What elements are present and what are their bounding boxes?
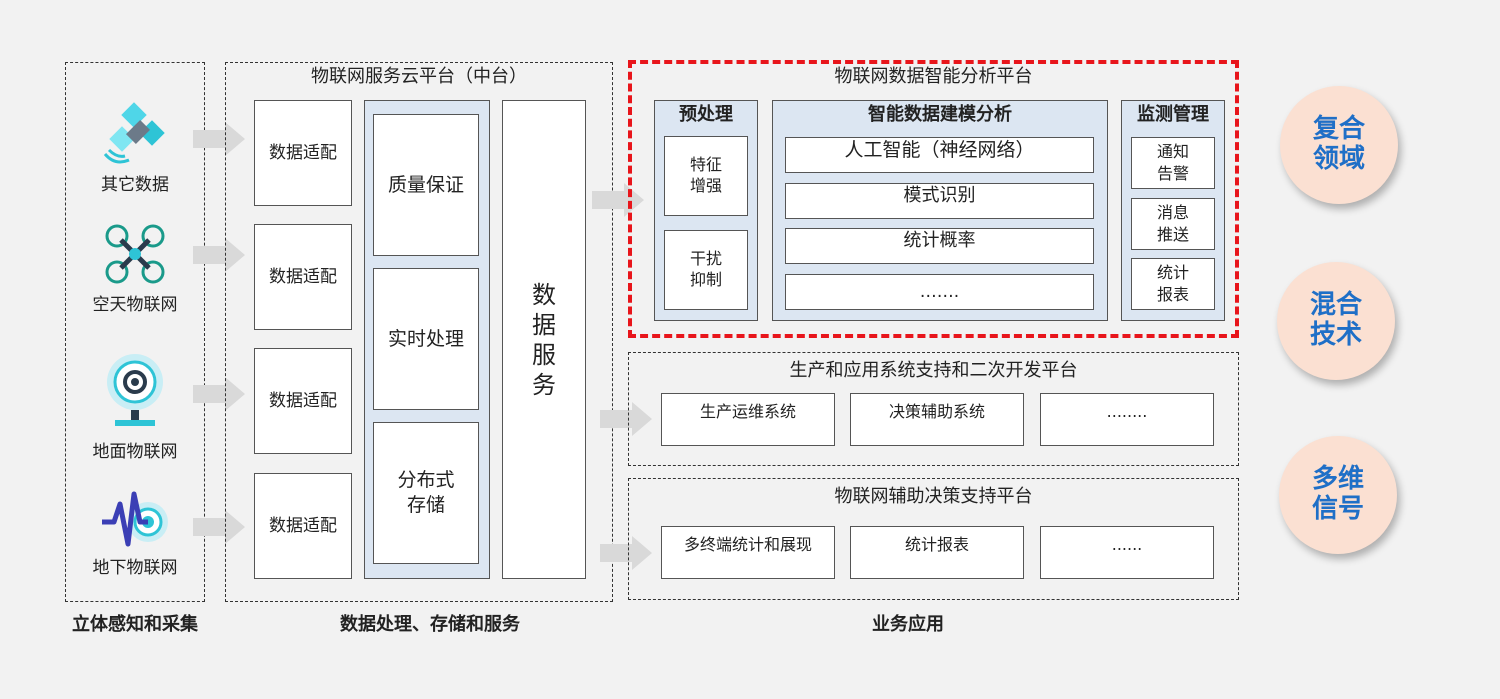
sensing-caption: 立体感知和采集 (72, 614, 198, 635)
signal-icon (100, 490, 170, 550)
notify-alert-box: 通知 告警 (1131, 137, 1215, 189)
sensing-section (65, 62, 205, 602)
source-label: 地下物联网 (92, 558, 178, 578)
cloud-platform-section (225, 62, 613, 602)
drone-icon (103, 222, 167, 286)
feature-circle: 复合 领域 (1280, 86, 1398, 204)
pattern-box: 模式识别 (785, 183, 1094, 219)
more-box: ...... (1040, 526, 1214, 579)
feature-enhance-box: 特征 增强 (664, 136, 748, 216)
data-adapter-box: 数据适配 (254, 473, 352, 579)
analysis-platform-section (628, 60, 1239, 338)
statistics-report-box: 统计报表 (850, 526, 1024, 579)
arrow-icon (193, 510, 245, 544)
production-platform-section (628, 352, 1239, 466)
storage-box: 分布式 存储 (373, 422, 479, 564)
quality-box: 质量保证 (373, 114, 479, 256)
realtime-box: 实时处理 (373, 268, 479, 410)
decision-platform-section (628, 478, 1239, 600)
preprocess-title: 预处理 (679, 104, 733, 125)
processing-caption: 数据处理、存储和服务 (340, 614, 520, 635)
production-platform-title: 生产和应用系统支持和二次开发平台 (789, 360, 1078, 381)
ops-system-box: 生产运维系统 (661, 393, 835, 446)
decision-aid-box: 决策辅助系统 (850, 393, 1024, 446)
decision-platform-title: 物联网辅助决策支持平台 (834, 486, 1033, 507)
modeling-title: 智能数据建模分析 (868, 104, 1012, 125)
multi-terminal-box: 多终端统计和展现 (661, 526, 835, 579)
arrow-icon (193, 122, 245, 156)
arrow-icon (600, 402, 652, 436)
statistics-box: 统计概率 (785, 228, 1094, 264)
business-caption: 业务应用 (872, 614, 944, 635)
message-push-box: 消息 推送 (1131, 198, 1215, 250)
satellite-icon (103, 100, 167, 164)
arrow-icon (193, 238, 245, 272)
more-box: ........ (1040, 393, 1214, 446)
camera-icon (103, 350, 167, 430)
data-adapter-box: 数据适配 (254, 100, 352, 206)
ai-box: 人工智能（神经网络） (785, 137, 1094, 173)
arrow-icon (193, 377, 245, 411)
data-service-box: 数 据 服 务 (502, 100, 586, 579)
feature-circle: 混合 技术 (1277, 262, 1395, 380)
interference-suppress-box: 干扰 抑制 (664, 230, 748, 310)
source-label: 空天物联网 (92, 295, 178, 315)
data-adapter-box: 数据适配 (254, 224, 352, 330)
source-label: 地面物联网 (92, 442, 178, 462)
monitor-title: 监测管理 (1137, 104, 1209, 125)
report-box: 统计 报表 (1131, 258, 1215, 310)
source-label: 其它数据 (101, 175, 169, 195)
arrow-icon (600, 536, 652, 570)
cloud-platform-title: 物联网服务云平台（中台） (311, 66, 527, 87)
feature-circle: 多维 信号 (1279, 436, 1397, 554)
data-adapter-box: 数据适配 (254, 348, 352, 454)
more-box: ……. (785, 274, 1094, 310)
analysis-platform-title: 物联网数据智能分析平台 (834, 66, 1033, 87)
